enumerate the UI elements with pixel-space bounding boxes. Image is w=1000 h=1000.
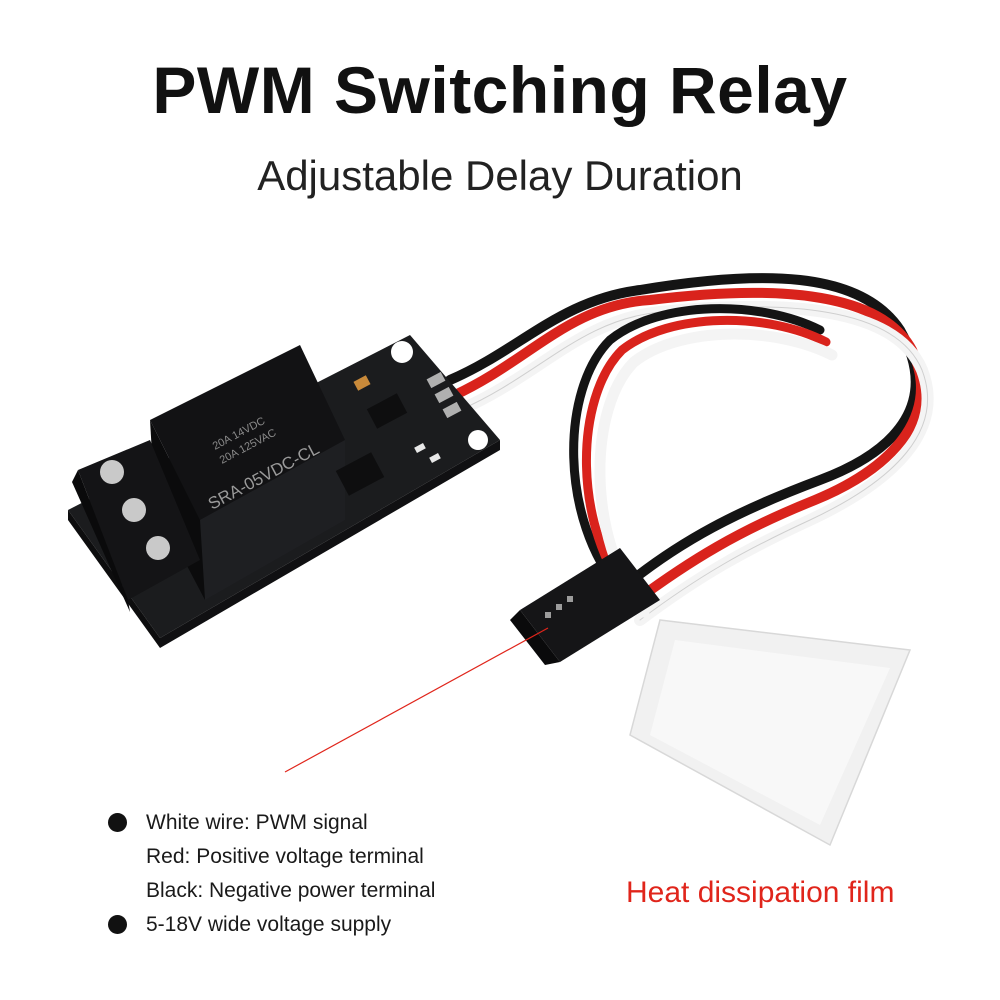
heat-film [629,619,912,847]
pointer-line [284,627,549,773]
feature-red-wire: Red: Positive voltage terminal [146,845,424,868]
screw-icon [146,536,170,560]
feature-black-wire: Black: Negative power terminal [146,879,436,902]
mount-hole-icon [391,341,413,363]
screw-terminal [72,440,200,612]
feature-white-wire: White wire: PWM signal [146,811,368,834]
list-item: White wire: PWM signal [108,806,588,840]
feature-list: White wire: PWM signal Red: Positive vol… [108,806,588,942]
page-subtitle: Adjustable Delay Duration [257,152,743,199]
wire-connector [510,548,660,665]
list-item: 5-18V wide voltage supply [108,908,588,942]
feature-voltage: 5-18V wide voltage supply [146,913,392,936]
bullet-icon [108,813,127,832]
screw-icon [100,460,124,484]
mount-hole-icon [468,430,488,450]
bullet-icon [108,915,127,934]
screw-icon [122,498,146,522]
cable-loop [445,273,934,626]
page-title: PWM Switching Relay [152,53,848,127]
film-label: Heat dissipation film [626,876,895,909]
